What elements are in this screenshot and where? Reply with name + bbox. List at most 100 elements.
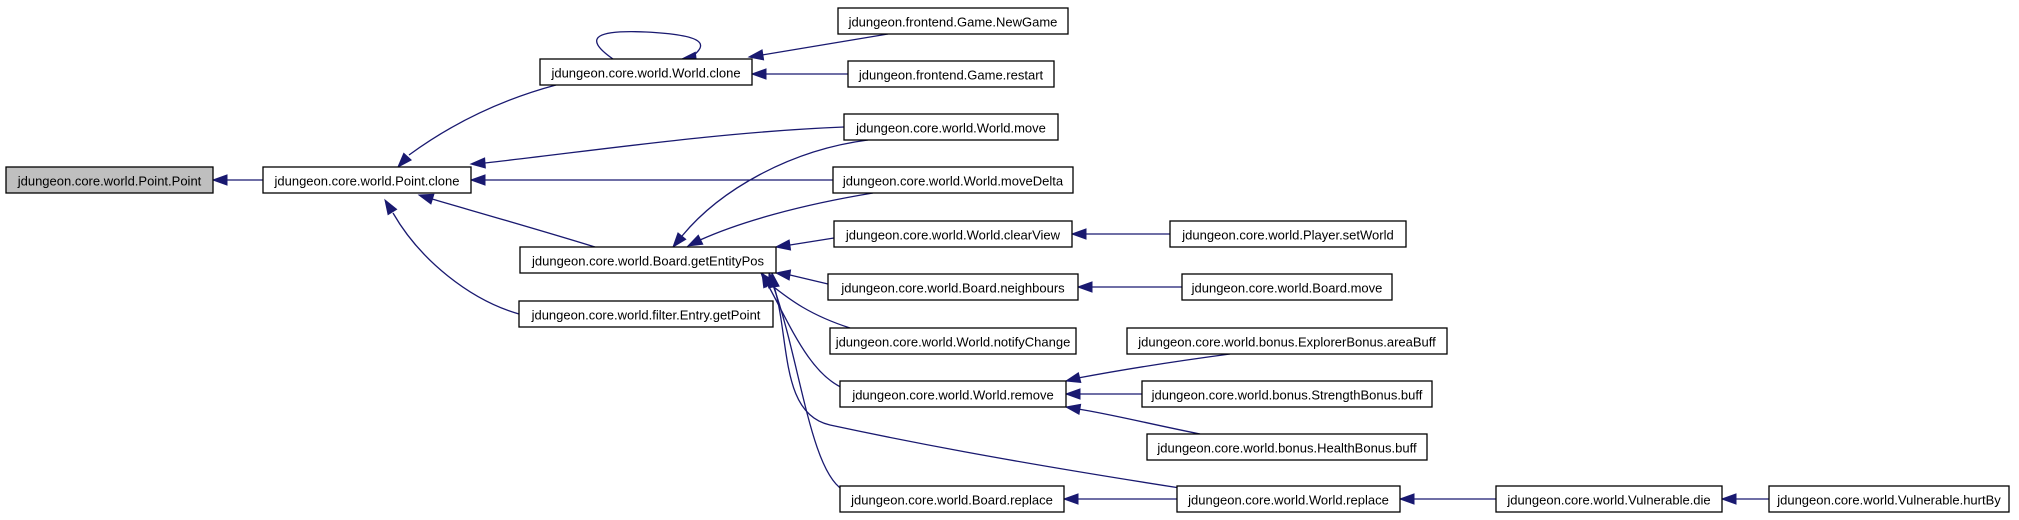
node-frontend-game-restart[interactable]: jdungeon.frontend.Game.restart: [847, 60, 1055, 88]
edge-core-world-bonus-health-bonus-buff-to-core-world-world-remove: [1064, 403, 1201, 435]
node-label: jdungeon.core.world.bonus.StrengthBonus.…: [1151, 388, 1423, 403]
node-box[interactable]: [1495, 485, 1723, 513]
edge-line: [392, 212, 520, 315]
node-frontend-game-new-game[interactable]: jdungeon.frontend.Game.NewGame: [837, 7, 1069, 35]
edge-core-world-world-replace-to-core-world-board-replace: [1062, 493, 1177, 505]
node-core-world-filter-entry-get-point[interactable]: jdungeon.core.world.filter.Entry.getPoin…: [518, 300, 774, 328]
node-box[interactable]: [843, 113, 1059, 141]
node-label: jdungeon.core.world.Vulnerable.die: [1506, 493, 1710, 508]
edge-core-world-filter-entry-get-point-to-core-world-point-clone: [384, 198, 520, 315]
node-core-world-bonus-health-bonus-buff[interactable]: jdungeon.core.world.bonus.HealthBonus.bu…: [1146, 433, 1428, 461]
node-core-world-vulnerable-die[interactable]: jdungeon.core.world.Vulnerable.die: [1495, 485, 1723, 513]
node-label: jdungeon.core.world.Point.Point: [17, 174, 202, 189]
arrowhead: [469, 157, 486, 169]
node-box[interactable]: [1169, 220, 1407, 248]
edge-line: [681, 139, 869, 237]
node-core-world-world-clone[interactable]: jdungeon.core.world.World.clone: [539, 58, 753, 86]
node-box[interactable]: [1126, 327, 1448, 355]
arrowhead: [768, 271, 780, 289]
edge-line: [773, 285, 1181, 489]
edge-core-world-world-move-delta-to-core-world-point-clone: [469, 174, 833, 186]
edge-frontend-game-restart-to-core-world-world-clone: [750, 68, 848, 80]
node-box[interactable]: [519, 246, 777, 274]
node-label: jdungeon.core.world.Board.move: [1191, 281, 1383, 296]
arrowhead: [686, 234, 704, 247]
node-core-world-player-set-world[interactable]: jdungeon.core.world.Player.setWorld: [1169, 220, 1407, 248]
node-core-world-world-clear-view[interactable]: jdungeon.core.world.World.clearView: [833, 220, 1073, 248]
edge-core-world-point-clone-to-core-world-point-point: [211, 174, 263, 186]
edge-core-world-board-get-entity-pos-to-core-world-point-clone: [417, 193, 596, 248]
arrowhead: [774, 269, 792, 281]
node-box[interactable]: [518, 300, 774, 328]
edge-line: [789, 274, 829, 285]
node-core-world-board-replace[interactable]: jdungeon.core.world.Board.replace: [839, 485, 1065, 513]
edge-core-world-world-clone-to-core-world-world-clone: [596, 31, 702, 63]
node-label: jdungeon.core.world.Player.setWorld: [1181, 228, 1394, 243]
edge-core-world-bonus-explorer-bonus-area-buff-to-core-world-world-remove: [1064, 353, 1231, 384]
node-core-world-world-remove[interactable]: jdungeon.core.world.World.remove: [839, 380, 1067, 408]
edge-core-world-world-replace-to-core-world-board-get-entity-pos: [768, 271, 1181, 489]
edge-core-world-world-move-to-core-world-board-get-entity-pos: [672, 139, 869, 249]
node-core-world-bonus-explorer-bonus-area-buff[interactable]: jdungeon.core.world.bonus.ExplorerBonus.…: [1126, 327, 1448, 355]
edge-layer: [211, 31, 1769, 505]
arrowhead: [1076, 281, 1093, 293]
node-label: jdungeon.core.world.World.remove: [851, 388, 1053, 403]
node-box[interactable]: [839, 485, 1065, 513]
node-label: jdungeon.frontend.Game.restart: [858, 68, 1044, 83]
node-core-world-world-replace[interactable]: jdungeon.core.world.World.replace: [1176, 485, 1401, 513]
node-core-world-point-point[interactable]: jdungeon.core.world.Point.Point: [5, 166, 214, 194]
node-box[interactable]: [847, 60, 1055, 88]
node-label: jdungeon.core.world.bonus.HealthBonus.bu…: [1156, 441, 1417, 456]
edge-core-world-vulnerable-die-to-core-world-world-replace: [1398, 493, 1496, 505]
node-box[interactable]: [837, 7, 1069, 35]
node-core-world-board-move[interactable]: jdungeon.core.world.Board.move: [1181, 273, 1393, 301]
node-box[interactable]: [262, 166, 472, 194]
node-label: jdungeon.core.world.Point.clone: [273, 174, 459, 189]
edge-line: [767, 284, 846, 390]
node-box[interactable]: [5, 166, 214, 194]
node-box[interactable]: [833, 220, 1073, 248]
node-label: jdungeon.core.world.bonus.ExplorerBonus.…: [1137, 335, 1436, 350]
arrowhead: [1062, 493, 1079, 505]
edge-core-world-board-move-to-core-world-board-neighbours: [1076, 281, 1182, 293]
arrowhead: [750, 68, 767, 80]
node-core-world-world-move-delta[interactable]: jdungeon.core.world.World.moveDelta: [832, 166, 1074, 194]
node-core-world-vulnerable-hurt-by[interactable]: jdungeon.core.world.Vulnerable.hurtBy: [1768, 485, 2010, 513]
node-box[interactable]: [827, 273, 1079, 301]
arrowhead: [1720, 493, 1737, 505]
edge-line: [431, 198, 596, 248]
node-label: jdungeon.core.world.Board.neighbours: [840, 281, 1065, 296]
node-label: jdungeon.core.world.World.moveDelta: [842, 174, 1064, 189]
node-core-world-bonus-strength-bonus-buff[interactable]: jdungeon.core.world.bonus.StrengthBonus.…: [1141, 380, 1433, 408]
node-label: jdungeon.core.world.World.replace: [1187, 493, 1389, 508]
node-box[interactable]: [839, 380, 1067, 408]
node-label: jdungeon.core.world.Vulnerable.hurtBy: [1776, 493, 2001, 508]
arrowhead: [1070, 228, 1087, 240]
node-core-world-world-notify-change[interactable]: jdungeon.core.world.World.notifyChange: [829, 327, 1077, 355]
node-box[interactable]: [832, 166, 1074, 194]
node-label: jdungeon.core.world.Board.getEntityPos: [531, 254, 764, 269]
node-core-world-point-clone[interactable]: jdungeon.core.world.Point.clone: [262, 166, 472, 194]
node-layer: jdungeon.core.world.Point.Point jdungeon.…: [5, 7, 2010, 513]
node-box[interactable]: [1768, 485, 2010, 513]
arrowhead: [396, 152, 413, 169]
node-box[interactable]: [539, 58, 753, 86]
edge-line: [699, 192, 874, 241]
node-core-world-world-move[interactable]: jdungeon.core.world.World.move: [843, 113, 1059, 141]
node-box[interactable]: [829, 327, 1077, 355]
arrowhead: [1064, 371, 1082, 384]
node-box[interactable]: [1146, 433, 1428, 461]
node-label: jdungeon.core.world.World.move: [855, 121, 1046, 136]
node-label: jdungeon.core.world.World.clearView: [845, 228, 1061, 243]
node-box[interactable]: [1141, 380, 1433, 408]
arrowhead: [747, 49, 765, 61]
edge-line: [761, 33, 889, 56]
edge-core-world-bonus-strength-bonus-buff-to-core-world-world-remove: [1064, 388, 1142, 400]
node-label: jdungeon.core.world.World.clone: [550, 66, 740, 81]
edge-frontend-game-new-game-to-core-world-world-clone: [747, 33, 889, 61]
node-core-world-board-get-entity-pos[interactable]: jdungeon.core.world.Board.getEntityPos: [519, 246, 777, 274]
node-box[interactable]: [1176, 485, 1401, 513]
node-box[interactable]: [1181, 273, 1393, 301]
node-core-world-board-neighbours[interactable]: jdungeon.core.world.Board.neighbours: [827, 273, 1079, 301]
